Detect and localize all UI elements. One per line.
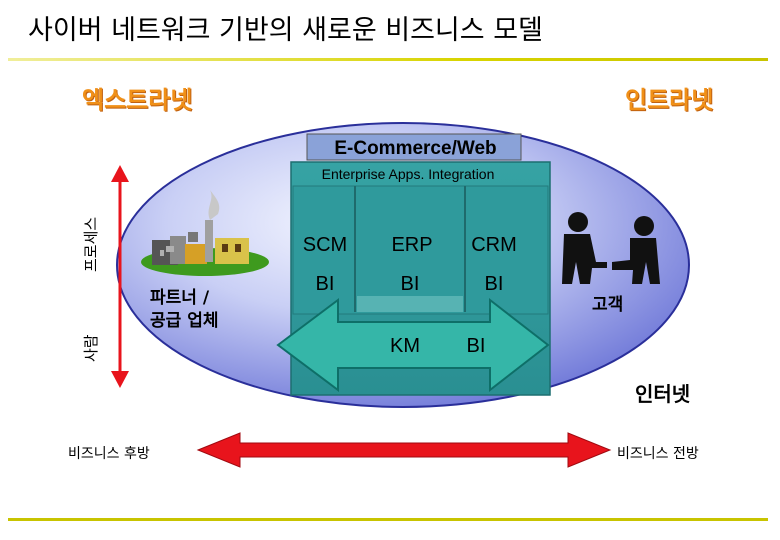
process-label: 프로세스	[82, 216, 100, 272]
front-office-label: 비즈니스 전방	[617, 446, 699, 462]
factory-icon	[141, 190, 269, 276]
ecommerce-label: E-Commerce/Web	[334, 138, 497, 159]
handshake-icon	[562, 212, 660, 284]
scm-label: SCM	[302, 234, 348, 256]
km-label: KM	[390, 335, 420, 357]
partner-line-1: 파트너 /	[150, 288, 210, 308]
title-underline	[8, 58, 768, 61]
eai-inner-panel	[292, 185, 549, 315]
partner-line-2: 공급 업체	[150, 311, 219, 331]
eai-label: Enterprise Apps. Integration	[321, 166, 495, 182]
partner-label: 파트너 / 공급 업체	[150, 287, 218, 333]
arrow-head-bottom	[111, 371, 129, 388]
extranet-label: 엑스트라넷	[82, 86, 193, 114]
customer-label: 고객	[592, 295, 624, 315]
ecommerce-bar	[306, 133, 522, 161]
bottom-rule	[8, 518, 768, 521]
internet-label: 인터넷	[635, 382, 691, 406]
bi-label-km: BI	[466, 335, 486, 357]
bi-label-scm: BI	[315, 273, 335, 295]
km-arrow	[276, 297, 550, 393]
bi-label-crm: BI	[484, 273, 504, 295]
crm-label: CRM	[471, 234, 517, 256]
bi-label-erp: BI	[400, 273, 420, 295]
back-office-label: 비즈니스 후방	[68, 446, 150, 462]
people-label: 사람	[82, 334, 100, 362]
business-arrow	[196, 432, 612, 468]
panel-base	[357, 296, 463, 312]
intranet-label: 인트라넷	[625, 86, 714, 114]
page-title: 사이버 네트워크 기반의 새로운 비즈니스 모델	[28, 15, 543, 46]
erp-label: ERP	[391, 234, 433, 256]
arrow-head-top	[111, 165, 129, 182]
